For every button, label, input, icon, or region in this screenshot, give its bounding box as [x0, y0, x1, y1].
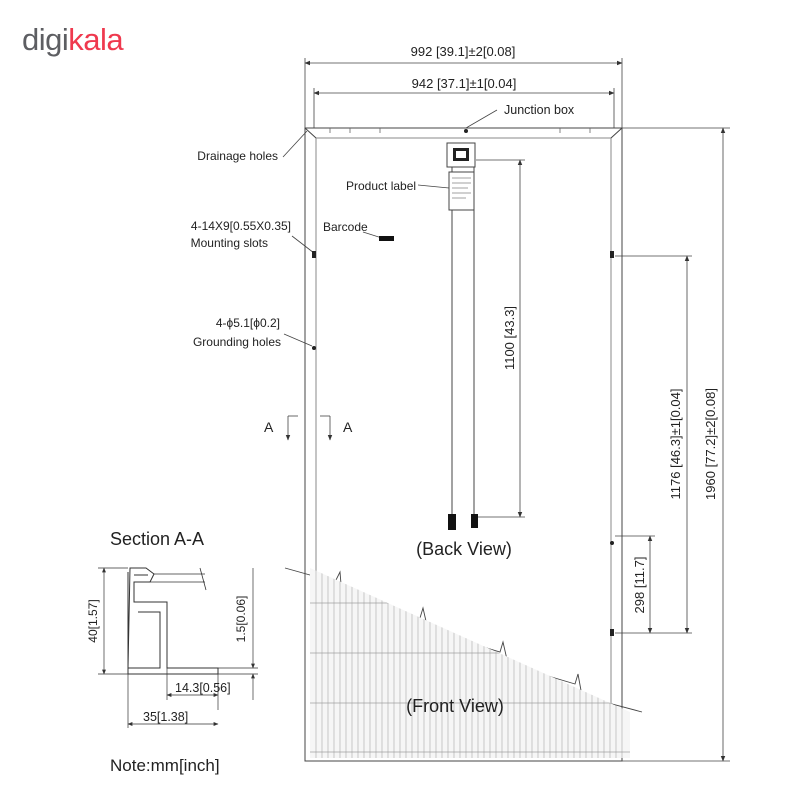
section-title: Section A-A: [110, 529, 204, 549]
product-label-label: Product label: [346, 179, 416, 193]
cable-length-label: 1100 [43.3]: [502, 306, 517, 370]
logo-text-digi: digi: [22, 22, 69, 57]
grounding-holes-label: Grounding holes: [193, 335, 281, 349]
barcode-mark: [379, 236, 394, 241]
logo-text-kala: kala: [68, 22, 124, 57]
frame-width-label: 35[1.38]: [143, 710, 188, 724]
section-mark-left-label: A: [264, 419, 274, 435]
barcode-label: Barcode: [323, 220, 368, 234]
front-view-label: (Front View): [406, 696, 504, 716]
grounding-holes-dim-label: 4-ϕ5.1[ϕ0.2]: [216, 316, 280, 330]
junction-box-label: Junction box: [504, 103, 575, 117]
section-height-label: 40[1.57]: [86, 599, 100, 642]
mounting-slots-dim-label: 4-14X9[0.55X0.35]: [191, 219, 291, 233]
mounting-slot-right-top: [610, 251, 614, 258]
product-label-shape: [448, 171, 475, 211]
overall-width-label: 992 [39.1]±2[0.08]: [411, 44, 516, 59]
section-profile: [98, 567, 258, 728]
front-view-cell-grid: [310, 568, 630, 758]
digikala-logo: digikala: [22, 22, 124, 58]
drainage-holes-label: Drainage holes: [197, 149, 278, 163]
connector-negative: [448, 514, 456, 530]
mounting-slot-right-bottom: [610, 629, 614, 636]
mounting-slot-left-top: [312, 251, 316, 258]
grounding-hole-left: [312, 346, 316, 350]
bottom-offset-label: 298 [11.7]: [632, 557, 647, 614]
grounding-hole-right: [610, 541, 614, 545]
back-view-label: (Back View): [416, 539, 512, 559]
inner-width-label: 942 [37.1]±1[0.04]: [412, 76, 517, 91]
drainage-hole: [464, 129, 468, 133]
flange-width-label: 14.3[0.56]: [175, 681, 231, 695]
overall-height-label: 1960 [77.2]±2[0.08]: [703, 388, 718, 500]
mounting-slots-label: Mounting slots: [191, 236, 268, 250]
wall-thickness-label: 1.5[0.06]: [234, 596, 248, 643]
section-mark-right-label: A: [343, 419, 353, 435]
mount-spacing-label: 1176 [46.3]±1[0.04]: [668, 389, 683, 500]
connector-positive: [471, 514, 478, 528]
panel-outer-frame: [304, 127, 623, 762]
note-label: Note:mm[inch]: [110, 756, 220, 775]
